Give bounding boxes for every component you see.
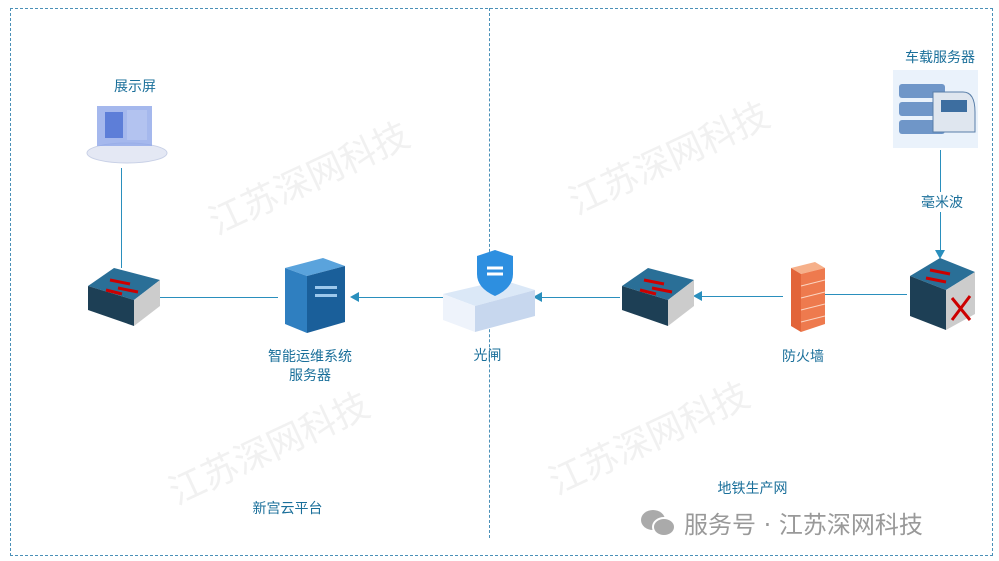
switch-center-icon[interactable] [622, 266, 694, 326]
arrow-head [533, 292, 542, 302]
ops-server-label: 智能运维系统 服务器 [255, 348, 365, 386]
core-switch-icon[interactable] [910, 258, 975, 330]
ops-server-icon[interactable] [285, 258, 345, 333]
footer-text: 服务号 · 江苏深网科技 [684, 511, 923, 539]
diagram-frame [10, 8, 993, 556]
link-display-switch [121, 168, 122, 268]
link-server-switch [160, 297, 278, 298]
zone-label-metro: 地铁生产网 [717, 481, 788, 497]
link-core-firewall [815, 294, 907, 295]
mmwave-label: 毫米波 [912, 192, 972, 212]
gateway-label: 光闸 [473, 348, 502, 364]
vehicle-server-icon[interactable] [893, 70, 978, 148]
firewall-icon[interactable] [783, 262, 825, 332]
ops-server-label-line2: 服务器 [289, 368, 331, 384]
zone-label-cloud: 新宫云平台 [252, 501, 323, 517]
link-switch-gateway [540, 297, 620, 298]
arrow-head [935, 250, 945, 259]
display-label: 展示屏 [114, 79, 156, 95]
switch-left-icon[interactable] [88, 266, 160, 326]
ops-server-label-line1: 智能运维系统 [268, 349, 352, 365]
display-screen-icon[interactable] [85, 98, 170, 166]
link-firewall-switch [700, 296, 783, 297]
footer-watermark: 服务号 · 江苏深网科技 [640, 505, 923, 540]
link-gateway-server [355, 297, 443, 298]
gateway-icon[interactable] [443, 250, 535, 332]
wechat-icon [641, 509, 676, 537]
arrow-head [693, 291, 702, 301]
firewall-label: 防火墙 [782, 349, 824, 365]
arrow-head [350, 292, 359, 302]
vehicle-server-label: 车载服务器 [905, 50, 975, 66]
